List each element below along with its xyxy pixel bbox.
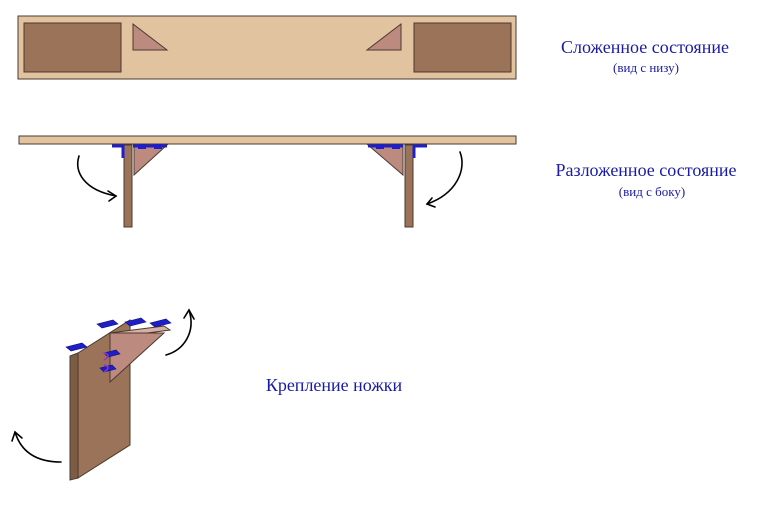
folded-state-subtitle: (вид с низу) <box>613 60 679 75</box>
hinge-right-plate-b <box>392 144 400 149</box>
unfolded-bracket-right <box>366 144 404 177</box>
mount-arrow-up <box>165 308 195 356</box>
mount-leg-edge <box>69 352 79 481</box>
mount-screws <box>103 352 109 373</box>
folded-bracket-left <box>132 22 169 51</box>
unfolded-state-view <box>18 135 517 228</box>
mount-bracket <box>109 332 166 384</box>
hinge-right-plate-a <box>376 144 384 149</box>
unfolded-bracket-left <box>133 144 169 177</box>
rotate-arrow-right <box>425 151 463 208</box>
unfolded-tabletop <box>18 135 517 145</box>
folded-state-view <box>17 15 517 80</box>
folded-leg-right <box>413 22 512 73</box>
mount-arrow-left <box>11 430 62 463</box>
unfolded-state-subtitle: (вид с боку) <box>619 184 685 199</box>
folded-leg-left <box>23 22 122 73</box>
hinge-left-plate-a <box>138 144 146 149</box>
unfolded-leg-left <box>123 144 133 228</box>
leg-mount-view <box>11 308 195 481</box>
leg-mount-title: Крепление ножки <box>266 375 403 395</box>
unfolded-state-title: Разложенное состояние <box>555 160 736 180</box>
folded-state-title: Сложенное состояние <box>561 37 729 57</box>
rotate-arrow-left <box>77 155 118 202</box>
unfolded-leg-right <box>404 144 414 228</box>
folded-bracket-right <box>365 22 402 51</box>
hinge-left-plate-b <box>154 144 162 149</box>
